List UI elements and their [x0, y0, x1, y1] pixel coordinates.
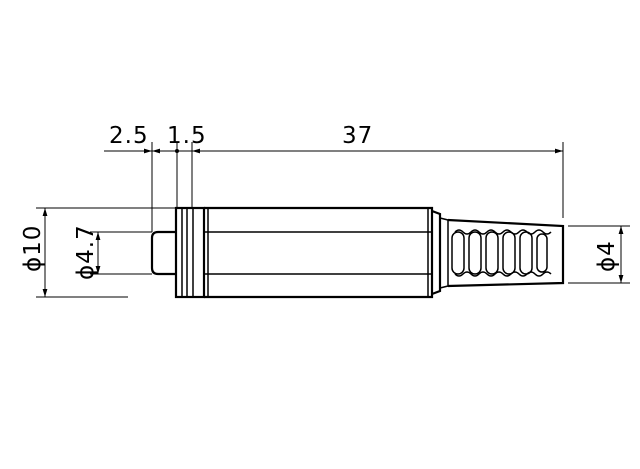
dim-pin-length: 2.5	[109, 123, 149, 149]
plug-pin	[150, 230, 176, 276]
dim-body-length: 37	[342, 123, 373, 149]
plug-collar	[174, 206, 206, 299]
dim-pin-diameter: ϕ4.7	[73, 224, 99, 280]
dim-collar-length: 1.5	[167, 123, 207, 149]
dim-cable-diameter: ϕ4	[594, 240, 620, 272]
outer-diameter-dimension	[36, 207, 176, 298]
dim-outer-diameter: ϕ10	[20, 225, 46, 272]
pin-diameter-dimension	[90, 231, 152, 275]
strain-relief-boot	[447, 218, 565, 288]
plug-body	[204, 206, 449, 299]
cable-diameter-dimension	[568, 225, 630, 284]
top-dimension-lines	[104, 142, 564, 232]
